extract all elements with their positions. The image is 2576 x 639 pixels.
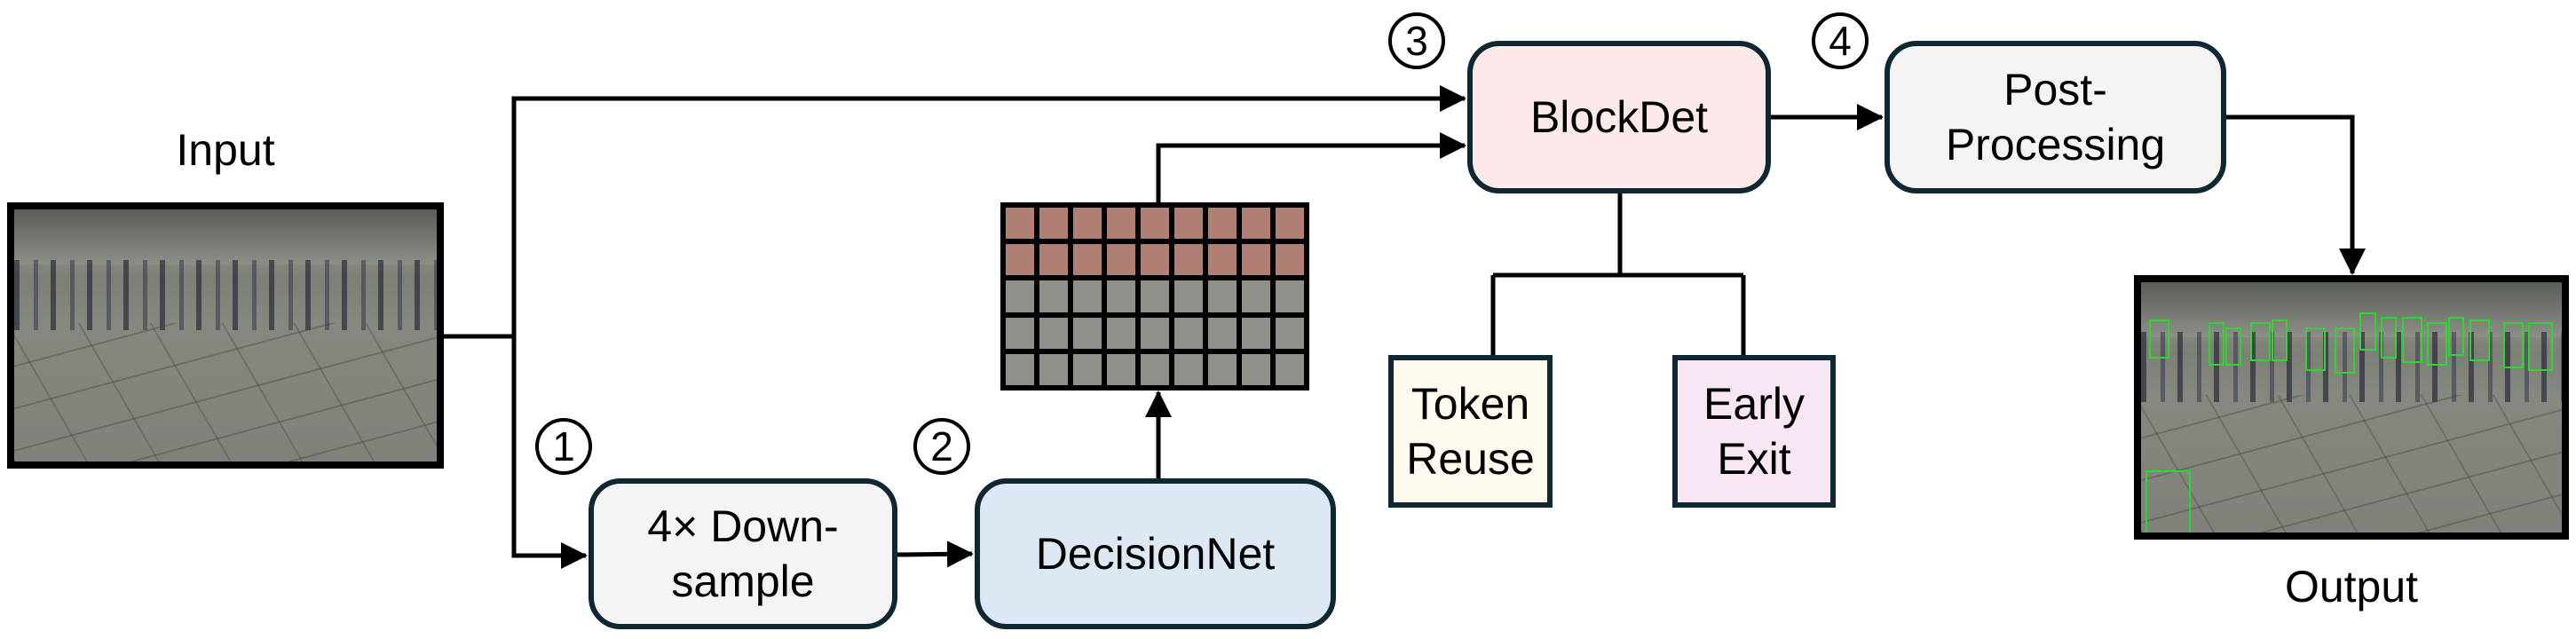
grid-block-selected [1242,208,1270,240]
grid-block-skipped [1208,353,1237,385]
grid-block-skipped [1242,317,1270,349]
grid-block-selected [1276,244,1304,276]
edge-input-to-downsample [511,336,588,569]
detection-box [2381,317,2398,359]
grid-block-skipped [1039,353,1068,385]
detection-box [2448,317,2465,356]
detection-box [2359,312,2376,351]
grid-block-skipped [1174,353,1203,385]
grid-block-skipped [1208,317,1237,349]
detection-box [2271,320,2288,361]
detection-box [2502,322,2524,369]
grid-block-skipped [1242,353,1270,385]
downsample-node: 4× Down-sample [589,478,897,629]
postprocessing-node: Post-Processing [1885,41,2226,193]
grid-block-skipped [1276,317,1304,349]
blockdet-node: BlockDet [1467,41,1771,193]
grid-block-skipped [1039,317,1068,349]
detection-box [2528,322,2553,371]
input-label: Input [176,125,275,175]
output-label: Output [2284,562,2419,611]
grid-block-skipped [1276,280,1304,312]
grid-block-skipped [1006,353,1034,385]
grid-block-skipped [1276,353,1304,385]
grid-block-selected [1141,244,1169,276]
grid-block-skipped [1107,353,1135,385]
grid-block-skipped [1174,317,1203,349]
grid-block-selected [1107,244,1135,276]
grid-block-selected [1276,208,1304,240]
grid-block-skipped [1107,280,1135,312]
postprocessing-label: Post-Processing [1945,65,2166,170]
edge-downsample-to-decisionnet [897,540,974,568]
grid-block-selected [1174,208,1203,240]
detection-box [2224,327,2242,367]
decisionnet-node: DecisionNet [975,478,1336,629]
grid-block-selected [1174,244,1203,276]
grid-block-selected [1039,208,1068,240]
grid-block-skipped [1039,280,1068,312]
edge-postprocessing-to-output [2226,114,2366,275]
step-3-badge: 3 [1388,12,1445,69]
edge-grid-to-blockdet [1156,132,1466,202]
grid-block-selected [1006,208,1034,240]
downsample-label: 4× Down-sample [647,501,839,606]
grid-block-selected [1242,244,1270,276]
detection-box [2335,327,2355,374]
grid-block-skipped [1141,317,1169,349]
grid-block-skipped [1141,280,1169,312]
decisionnet-label: DecisionNet [1035,529,1276,579]
grid-block-skipped [1242,280,1270,312]
detection-box [2427,322,2448,367]
output-frame-image [2134,275,2569,540]
grid-block-selected [1073,244,1102,276]
grid-block-skipped [1174,280,1203,312]
blockdet-label: BlockDet [1529,92,1709,142]
grid-block-skipped [1107,317,1135,349]
detection-box [2250,322,2272,361]
grid-block-selected [1208,244,1237,276]
edge-input-to-blockdet [511,85,1466,336]
detection-box [2145,469,2192,532]
detection-box [2208,322,2225,367]
edge-blockdet-to-branches [1490,193,1746,355]
grid-block-skipped [1006,317,1034,349]
step-2-badge: 2 [913,418,970,475]
grid-block-skipped [1073,317,1102,349]
grid-block-skipped [1006,280,1034,312]
grid-block-selected [1073,208,1102,240]
detection-box [2469,320,2490,361]
detection-box [2304,327,2326,371]
grid-block-selected [1208,208,1237,240]
detection-box [2401,317,2422,364]
step-1-badge: 1 [535,418,592,475]
grid-block-selected [1107,208,1135,240]
step-4-badge: 4 [1812,12,1869,69]
grid-block-skipped [1208,280,1237,312]
grid-block-skipped [1073,280,1102,312]
grid-block-selected [1039,244,1068,276]
grid-block-skipped [1141,353,1169,385]
detection-box [2149,320,2170,359]
grid-block-skipped [1073,353,1102,385]
grid-block-selected [1141,208,1169,240]
grid-block-selected [1006,244,1034,276]
input-frame-image [7,202,444,469]
block-selection-grid [1000,202,1309,390]
